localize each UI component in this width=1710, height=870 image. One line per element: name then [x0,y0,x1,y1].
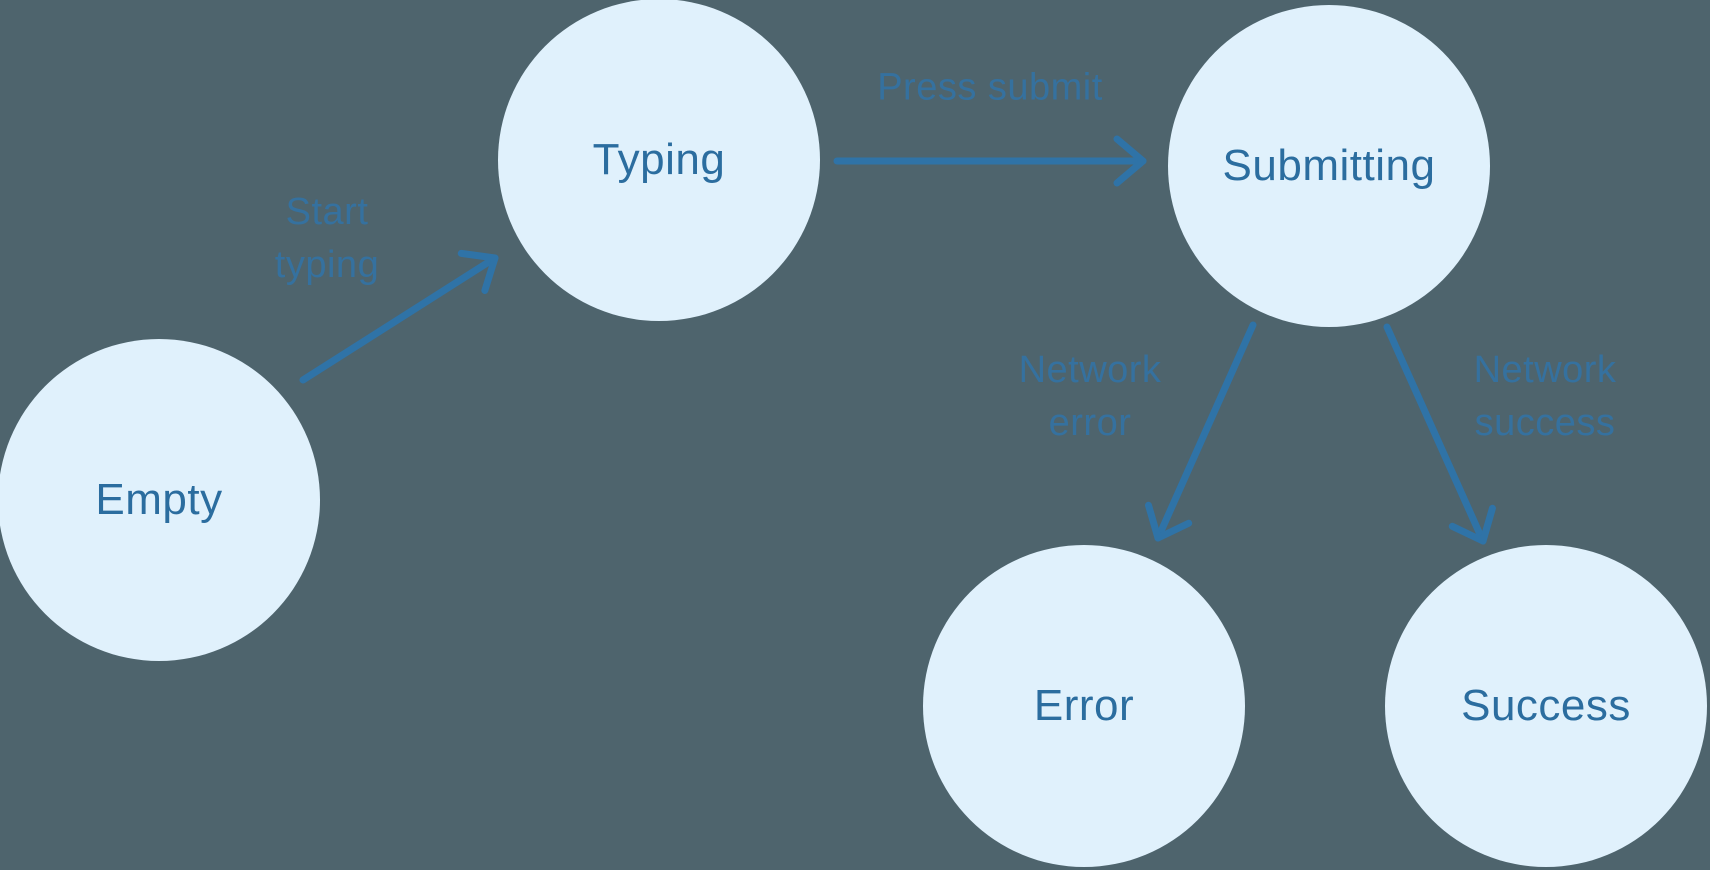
state-node-label: Typing [592,135,726,184]
state-node-label: Error [1033,681,1135,730]
state-node-label: Empty [95,475,223,524]
edge-label-line: Network [1473,349,1617,391]
edge-label-line: error [1048,402,1132,444]
state-node-label: Success [1461,681,1631,730]
state-node-empty: Empty [0,339,320,661]
edge-label-line: Press submit [877,66,1103,109]
edge-submitting-to-success [1383,323,1496,545]
state-node-submitting: Submitting [1168,5,1490,327]
edge-empty-to-typing [299,249,499,384]
edge-label-line: Network [1018,349,1162,391]
state-node-success: Success [1385,545,1707,867]
edge-label-line: success [1474,402,1616,444]
edge-submitting-to-error [1144,321,1257,542]
edge-label-press-submit: Press submit [877,62,1103,115]
edge-label-network-error: Network error [1019,344,1162,450]
state-node-error: Error [923,545,1245,867]
state-node-typing: Typing [498,0,820,321]
edge-label-line: Start [285,191,369,233]
edge-label-line: typing [274,244,380,286]
edge-label-network-success: Network success [1474,344,1617,450]
edge-label-start-typing: Start typing [275,186,379,292]
state-node-label: Submitting [1222,141,1436,190]
